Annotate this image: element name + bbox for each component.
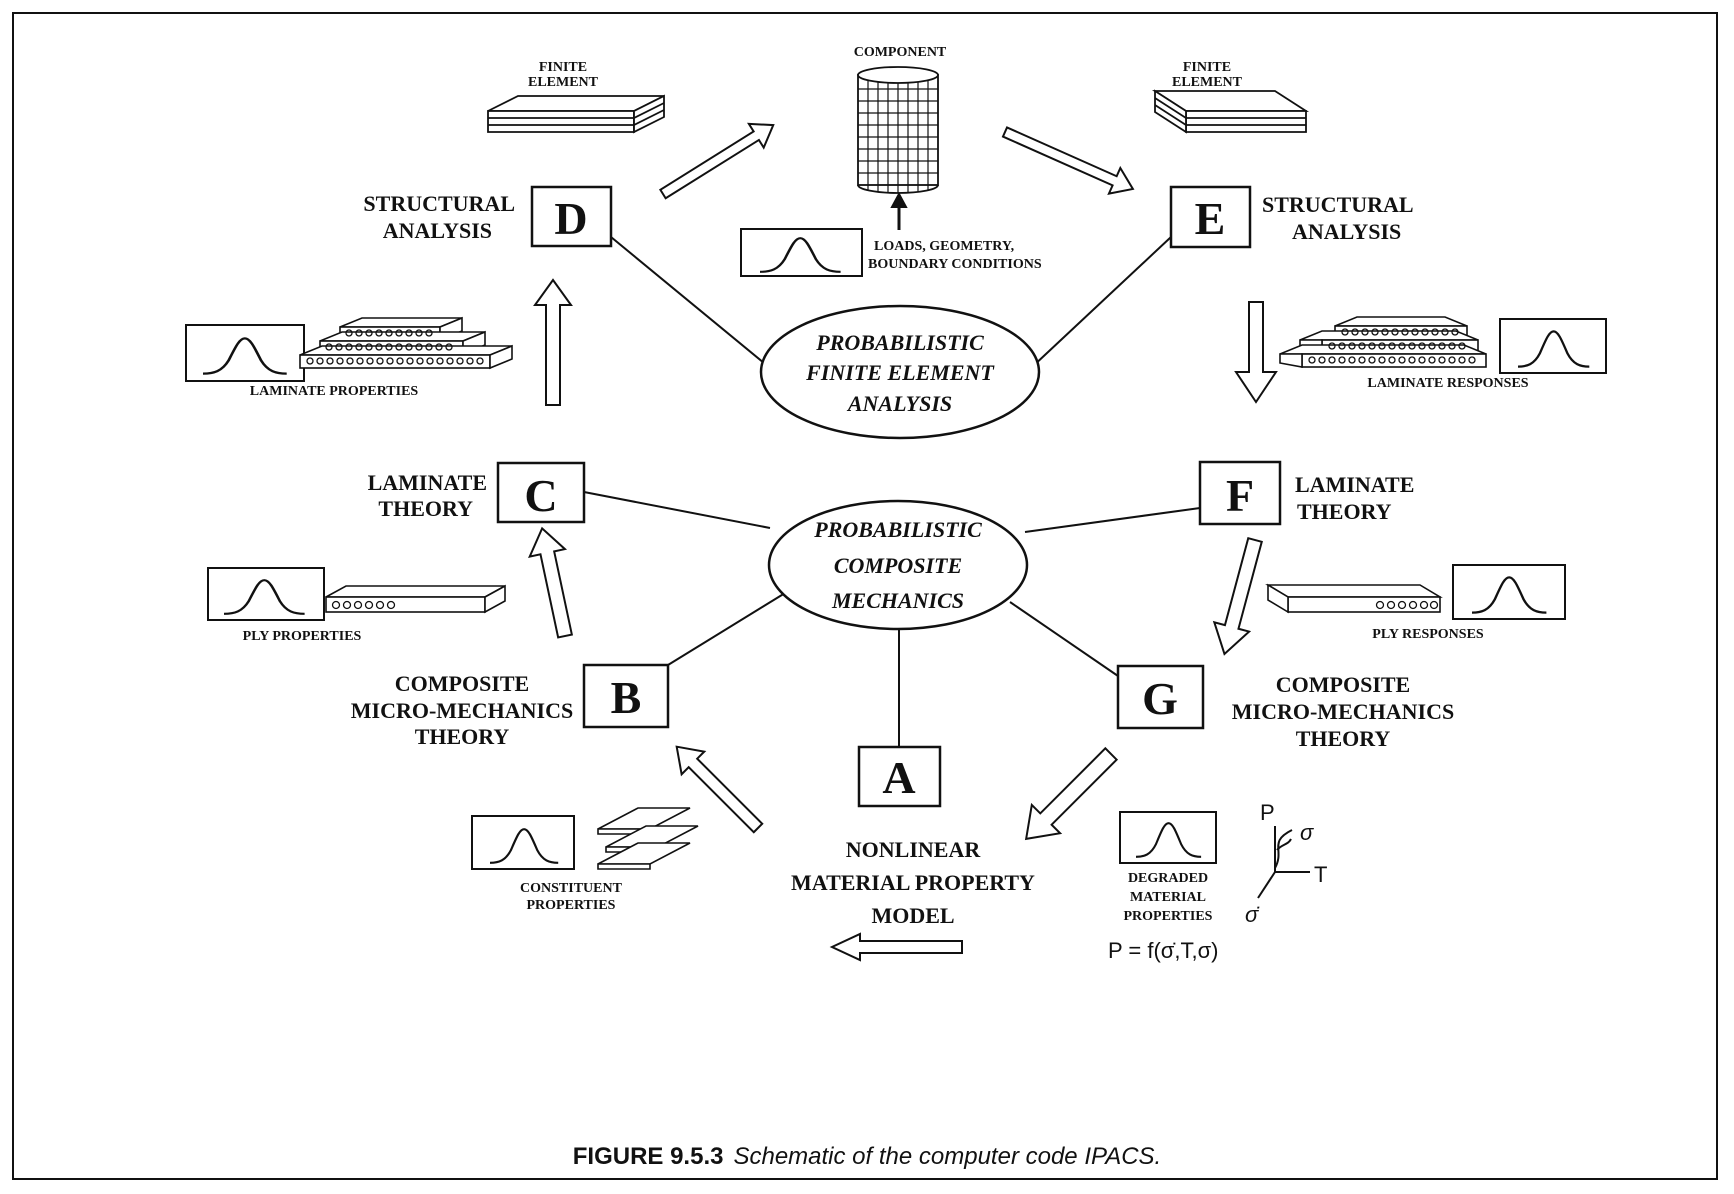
label-e-2: ANALYSIS [1292,219,1401,244]
label-b-3: THEORY [415,724,510,749]
loads-label-2: BOUNDARY CONDITIONS [868,257,1042,272]
finite-element-right [1151,89,1310,134]
label-f-2: THEORY [1297,499,1392,524]
label-g-3: THEORY [1296,726,1391,751]
box-f-letter: F [1226,470,1254,521]
label-a-1: NONLINEAR [846,837,982,862]
label-c-1: LAMINATE [368,470,487,495]
fe-left-label-1: FINITE [539,60,587,75]
arrow-g-to-a [1024,746,1119,841]
label-a-2: MATERIAL PROPERTY [791,870,1035,895]
constituent-fibers [597,807,699,870]
arrow-c-to-d [533,278,573,406]
box-f [1198,460,1282,526]
label-e-1: STRUCTURAL [1262,192,1414,217]
label-b-2: MICRO-MECHANICS [351,698,573,723]
dist-ply-responses [1452,564,1566,620]
line-b-pcm [667,589,791,666]
equation: P = f(σ̇,T,σ) [1108,938,1219,963]
degraded-label-3: PROPERTIES [1124,909,1213,924]
dist-laminate-responses [1499,318,1607,374]
arrow-loads-head [890,191,908,208]
pfea-line-2: FINITE ELEMENT [805,360,995,385]
fe-right-label-1: FINITE [1183,60,1231,75]
dist-ply-properties [207,567,325,621]
ply-properties-label: PLY PROPERTIES [243,629,362,644]
laminate-stack-left [299,316,513,370]
laminate-responses-label: LAMINATE RESPONSES [1367,376,1528,391]
pcm-ellipse: PROBABILISTIC COMPOSITE MECHANICS [767,499,1029,631]
label-f-1: LAMINATE [1295,472,1414,497]
box-b-letter: B [611,672,642,723]
label-b-1: COMPOSITE [395,671,529,696]
axis-sigma-label: σ [1300,820,1314,845]
pcm-line-3: MECHANICS [831,588,964,613]
pcm-line-1: PROBABILISTIC [813,517,982,542]
dist-degraded [1119,811,1217,864]
axis-t-label: T [1314,862,1327,887]
line-d-pfea [610,236,771,369]
line-c-pcm [583,491,771,529]
finite-element-left [487,94,665,134]
axis-p-label: P [1260,800,1275,825]
arrow-return-left [829,932,963,962]
degraded-label-2: MATERIAL [1130,890,1206,905]
arrow-b-to-c [528,526,574,639]
label-a-3: MODEL [871,903,954,928]
arrow-component-to-e [1001,126,1135,195]
dist-loads [740,228,863,277]
arrow-f-to-g [1212,536,1263,656]
component-cylinder [857,66,939,194]
constituent-label-2: PROPERTIES [527,898,616,913]
pt-sigma-axes [1257,826,1310,899]
box-g-letter: G [1142,673,1178,724]
dist-constituent [471,815,575,870]
box-e-letter: E [1195,193,1226,244]
ply-plate-left [325,584,506,614]
box-d [530,185,613,248]
label-d-1: STRUCTURAL [363,191,515,216]
label-d-2: ANALYSIS [383,218,492,243]
loads-label-1: LOADS, GEOMETRY, [874,239,1014,254]
box-c [496,461,586,524]
laminate-properties-label: LAMINATE PROPERTIES [250,384,419,399]
fe-left-label-2: ELEMENT [528,75,599,90]
pfea-ellipse: PROBABILISTIC FINITE ELEMENT ANALYSIS [759,304,1041,440]
laminate-stack-right [1279,316,1487,368]
component-label: COMPONENT [854,45,947,60]
pfea-line-3: ANALYSIS [846,391,952,416]
box-d-letter: D [554,193,587,244]
axis-sigma-dot-label: σ̇ [1245,902,1260,927]
box-b [582,663,670,729]
arrow-d-to-component [658,122,775,200]
box-e [1169,185,1252,249]
figure-number: FIGURE 9.5.3 [572,1143,724,1170]
label-g-1: COMPOSITE [1276,672,1410,697]
pfea-line-1: PROBABILISTIC [815,330,984,355]
box-c-letter: C [524,470,557,521]
ply-responses-label: PLY RESPONSES [1372,627,1484,642]
line-e-pfea [1030,236,1172,369]
arrow-a-to-b [675,745,764,834]
figure-caption-text: Schematic of the computer code IPACS. [733,1143,1162,1170]
fe-right-label-2: ELEMENT [1172,75,1243,90]
box-a-letter: A [882,752,915,803]
figure-caption: FIGURE 9.5.3 Schematic of the computer co… [0,1143,1734,1171]
line-g-pcm [1009,601,1119,677]
degraded-label-1: DEGRADED [1128,871,1208,886]
box-a [857,745,942,808]
arrow-e-to-f [1234,301,1278,404]
label-c-2: THEORY [378,496,473,521]
label-g-2: MICRO-MECHANICS [1232,699,1454,724]
constituent-label-1: CONSTITUENT [520,881,623,896]
connector-lines [583,236,1201,747]
pcm-line-2: COMPOSITE [834,553,962,578]
box-g [1116,664,1205,730]
line-f-pcm [1024,507,1201,533]
ply-plate-right [1265,583,1443,614]
